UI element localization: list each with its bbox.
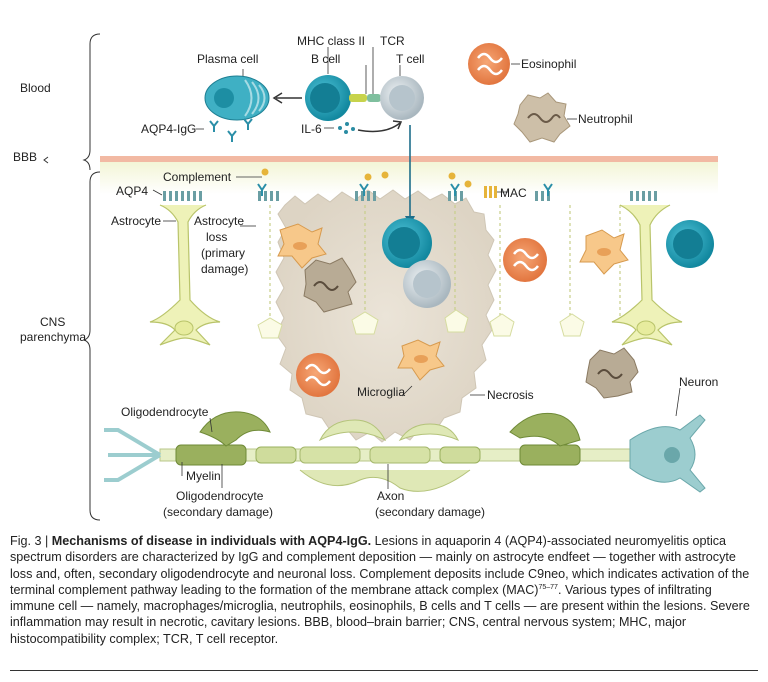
neutrophil-cns-2 — [585, 347, 639, 399]
label-b-cell: B cell — [311, 52, 340, 66]
neutrophil-blood — [513, 92, 571, 143]
mac-complex — [484, 186, 497, 198]
label-necrosis: Necrosis — [487, 388, 534, 402]
label-bbb: BBB — [13, 150, 37, 164]
aqp4-disease-diagram: Blood BBB CNS parenchyma — [13, 33, 718, 521]
label-astrocyte-loss-4: damage) — [201, 262, 248, 276]
label-complement: Complement — [163, 170, 232, 184]
cns-bracket — [82, 171, 101, 521]
blood-bracket — [82, 33, 101, 171]
plasma-cell — [204, 75, 270, 121]
b-cell-cns — [382, 218, 432, 268]
b-cell — [305, 75, 351, 121]
label-microglia: Microglia — [357, 385, 405, 399]
label-astrocyte: Astrocyte — [111, 214, 161, 228]
label-neuron: Neuron — [679, 375, 718, 389]
faded-astrocytes — [257, 309, 585, 339]
endfeet-zone — [100, 162, 718, 194]
label-axon-2: (secondary damage) — [375, 505, 485, 519]
label-oligodendrocyte: Oligodendrocyte — [121, 405, 209, 419]
label-aqp4: AQP4 — [116, 184, 148, 198]
t-cell — [380, 76, 424, 120]
il6-dots — [338, 122, 355, 134]
complement-deposits — [261, 168, 472, 188]
label-oligodendrocyte-secondary-1: Oligodendrocyte — [176, 489, 264, 503]
oligodendrocyte-healthy — [199, 411, 581, 447]
label-aqp4-igg: AQP4-IgG — [141, 122, 196, 136]
eosinophil-cns-1 — [503, 238, 547, 282]
caption-fig-label: Fig. 3 | — [10, 534, 52, 548]
label-neutrophil: Neutrophil — [578, 112, 633, 126]
label-mac: MAC — [500, 186, 527, 200]
caption-body-part-2: . Various types of infiltrating immune c… — [10, 582, 750, 646]
label-parenchyma: parenchyma — [20, 330, 86, 344]
bbb-pointer — [43, 156, 49, 164]
neuron-body — [629, 414, 706, 493]
arrows-blood — [272, 92, 403, 133]
oligodendrocyte-damaged — [299, 419, 471, 492]
label-t-cell: T cell — [396, 52, 424, 66]
astrocyte-processes — [269, 205, 621, 330]
label-astrocyte-loss-1: Astrocyte — [194, 214, 244, 228]
label-astrocyte-loss-2: loss — [206, 230, 227, 244]
astrocyte-left — [149, 204, 221, 346]
aqp4-igg-bound — [257, 183, 553, 196]
label-oligodendrocyte-secondary-2: (secondary damage) — [163, 505, 273, 519]
leader-lines — [152, 47, 681, 489]
eosinophil-blood — [468, 43, 510, 85]
label-tcr: TCR — [380, 34, 405, 48]
neutrophil-cns-1 — [303, 257, 357, 313]
label-cns: CNS — [40, 315, 65, 329]
bbb-band — [100, 156, 718, 162]
label-mhc-class-ii: MHC class II — [297, 34, 365, 48]
label-eosinophil: Eosinophil — [521, 57, 576, 71]
label-axon-1: Axon — [377, 489, 404, 503]
astrocyte-right — [611, 204, 683, 346]
eosinophil-cns-2 — [296, 353, 340, 397]
caption-title: Mechanisms of disease in individuals wit… — [51, 534, 372, 548]
figure-caption: Fig. 3 | Mechanisms of disease in indivi… — [10, 533, 758, 647]
caption-reference: 75–77 — [538, 583, 558, 591]
label-blood: Blood — [20, 81, 51, 95]
b-cell-cns-right — [666, 220, 714, 268]
t-cell-cns — [403, 260, 451, 308]
label-plasma-cell: Plasma cell — [197, 52, 258, 66]
label-astrocyte-loss-3: (primary — [201, 246, 245, 260]
myelin-sheaths — [175, 444, 581, 466]
mhc-tcr-complex — [349, 94, 381, 102]
label-il-6: IL-6 — [301, 122, 322, 136]
secreted-igg — [209, 118, 253, 142]
caption-body-part-1: Lesions in aquaporin 4 (AQP4)-associated… — [10, 534, 750, 597]
microglia-nuclei — [293, 242, 611, 363]
label-myelin: Myelin — [186, 469, 221, 483]
caption-rule — [10, 670, 758, 671]
dendrites-left — [104, 428, 162, 482]
